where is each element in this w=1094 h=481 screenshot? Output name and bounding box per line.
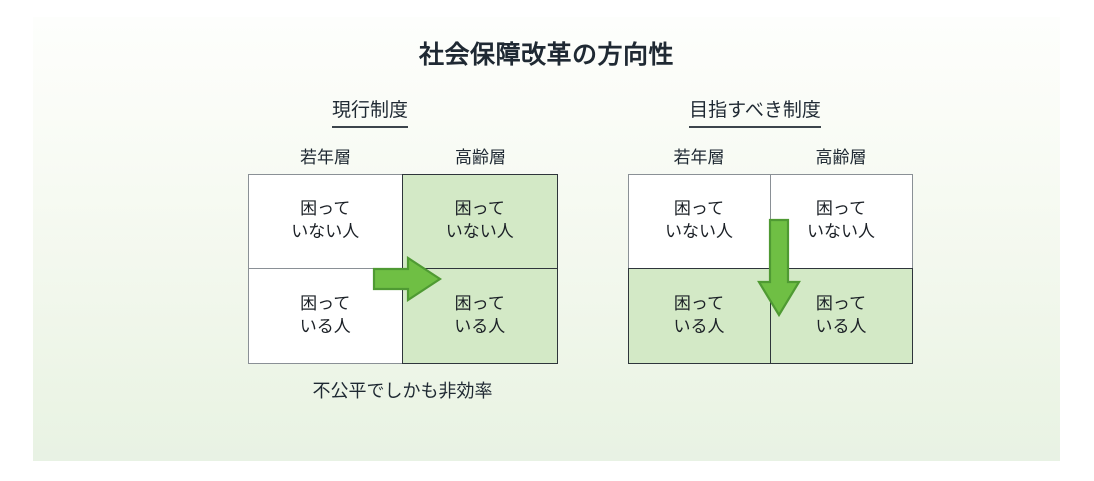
column-header-elderly: 高齢層 xyxy=(455,148,506,167)
column-headers-target-system: 若年層 高齢層 xyxy=(628,143,912,168)
panel-heading-current-system: 現行制度 xyxy=(182,95,558,128)
cell-elderly-not-in-need: 困って いない人 xyxy=(402,173,558,269)
panel-heading-text: 現行制度 xyxy=(331,95,408,128)
cell-line: 困って xyxy=(815,293,867,313)
benefit-flow-arrow-down-icon xyxy=(757,218,801,318)
panel-heading-target-system: 目指すべき制度 xyxy=(567,95,943,128)
caption-current-system: 不公平でしかも非効率 xyxy=(312,381,493,401)
slide-canvas: 社会保障改革の方向性 現行制度 若年層 高齢層 困って いない人 困って いない… xyxy=(33,17,1060,461)
cell-line: いる人 xyxy=(673,316,725,336)
cell-line: いない人 xyxy=(665,222,733,242)
cell-line: 困って xyxy=(673,293,725,313)
cell-line: いる人 xyxy=(299,316,351,336)
cell-line: 困って xyxy=(454,199,505,219)
column-headers-current-system: 若年層 高齢層 xyxy=(248,143,558,168)
cell-young-not-in-need: 困って いない人 xyxy=(627,173,771,269)
cell-line: いる人 xyxy=(454,316,506,336)
column-header-young: 若年層 xyxy=(300,148,351,167)
cell-elderly-not-in-need: 困って いない人 xyxy=(769,173,913,269)
matrix-current-system: 困って いない人 困って いない人 困って いる人 困って いる人 xyxy=(247,173,558,364)
benefit-flow-arrow-right-icon xyxy=(372,256,442,302)
panel-heading-text: 目指すべき制度 xyxy=(689,95,821,128)
cell-line: 困って xyxy=(300,293,351,313)
column-header-young: 若年層 xyxy=(673,148,725,167)
cell-line: 困って xyxy=(300,199,351,219)
cell-young-not-in-need: 困って いない人 xyxy=(247,173,403,269)
cell-line: いる人 xyxy=(815,316,867,336)
matrix-target-system: 困って いない人 困って いない人 困って いる人 困って いる人 xyxy=(627,173,913,364)
column-header-elderly: 高齢層 xyxy=(815,148,867,167)
cell-young-in-need: 困って いる人 xyxy=(627,268,771,364)
cell-line: 困って xyxy=(454,293,505,313)
cell-line: いない人 xyxy=(445,222,514,242)
cell-line: いない人 xyxy=(291,222,360,242)
cell-line: 困って xyxy=(673,199,725,219)
page-title: 社会保障改革の方向性 xyxy=(418,41,674,69)
cell-line: 困って xyxy=(815,199,867,219)
cell-line: いない人 xyxy=(807,222,875,242)
